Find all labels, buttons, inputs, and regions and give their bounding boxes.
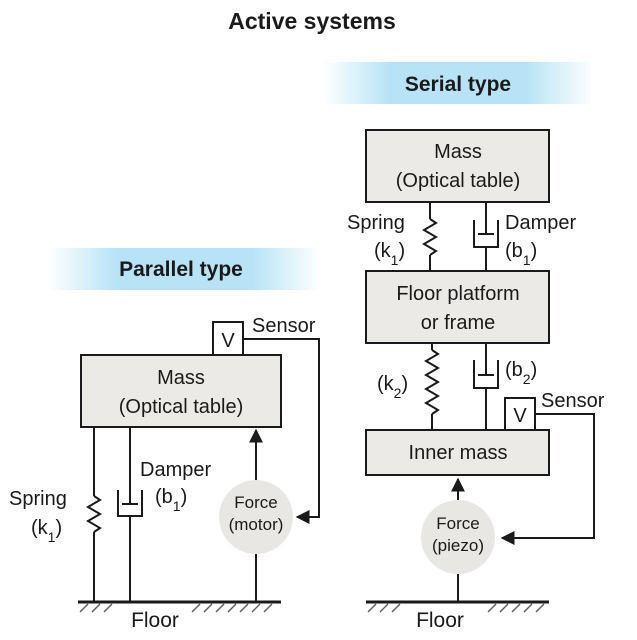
diagram-title: Active systems — [228, 8, 396, 34]
parallel-type-system: Mass (Optical table) V Sensor Spring (k1… — [9, 315, 320, 632]
parallel-spring-label: Spring — [9, 488, 67, 510]
serial-sensor-feedback-line — [500, 413, 595, 545]
serial-spring1-coil — [422, 218, 438, 256]
parallel-spring-coil — [86, 495, 102, 533]
serial-spring1-label: Spring — [347, 212, 405, 234]
serial-platform-box — [365, 270, 550, 344]
parallel-mass-label-line1: Mass — [157, 367, 205, 389]
serial-damper1-label: Damper — [505, 212, 576, 234]
serial-inner-mass-box — [365, 429, 550, 476]
serial-platform-label-line2: or frame — [421, 312, 495, 334]
parallel-force-label-line1: Force — [234, 493, 277, 512]
parallel-floor-hatch — [79, 603, 273, 613]
parallel-sensor-feedback-line — [243, 338, 320, 524]
parallel-force-label-line2: (motor) — [229, 515, 284, 534]
parallel-header-band — [48, 248, 320, 290]
parallel-floor-label: Floor — [131, 609, 179, 632]
parallel-damper-param: (b1) — [155, 486, 187, 514]
serial-mass-label-line1: Mass — [434, 141, 482, 163]
serial-damper1-param: (b1) — [505, 240, 537, 268]
serial-force-label-line2: (piezo) — [432, 536, 484, 555]
serial-mass-label-line2: (Optical table) — [396, 170, 521, 192]
serial-spring2-param: (k2) — [377, 373, 408, 401]
serial-damper2-param: (b2) — [505, 359, 537, 387]
parallel-spring-param: (k1) — [31, 517, 62, 545]
serial-platform-label-line1: Floor platform — [396, 283, 519, 305]
serial-type-system: Mass (Optical table) Spring (k1) Damper … — [347, 129, 605, 632]
serial-floor-hatch — [367, 603, 545, 613]
serial-floor-label: Floor — [416, 609, 464, 632]
parallel-sensor-label: Sensor — [252, 315, 316, 337]
parallel-force-motor-circle — [219, 480, 293, 554]
serial-header-band — [322, 62, 594, 104]
serial-force-label-line1: Force — [436, 514, 479, 533]
parallel-header: Parallel type — [119, 258, 243, 281]
serial-force-piezo-circle — [421, 500, 495, 574]
serial-mass-box — [365, 129, 550, 203]
serial-inner-mass-label: Inner mass — [409, 442, 508, 464]
parallel-damper-label: Damper — [140, 459, 211, 481]
serial-spring1-param: (k1) — [374, 240, 405, 268]
parallel-mass-box — [80, 354, 282, 428]
serial-sensor-label: Sensor — [541, 390, 605, 412]
serial-sensor-v: V — [513, 405, 527, 427]
serial-spring2-coil — [424, 349, 440, 415]
serial-header: Serial type — [405, 73, 511, 96]
parallel-mass-label-line2: (Optical table) — [119, 396, 244, 418]
parallel-sensor-v: V — [221, 330, 235, 352]
